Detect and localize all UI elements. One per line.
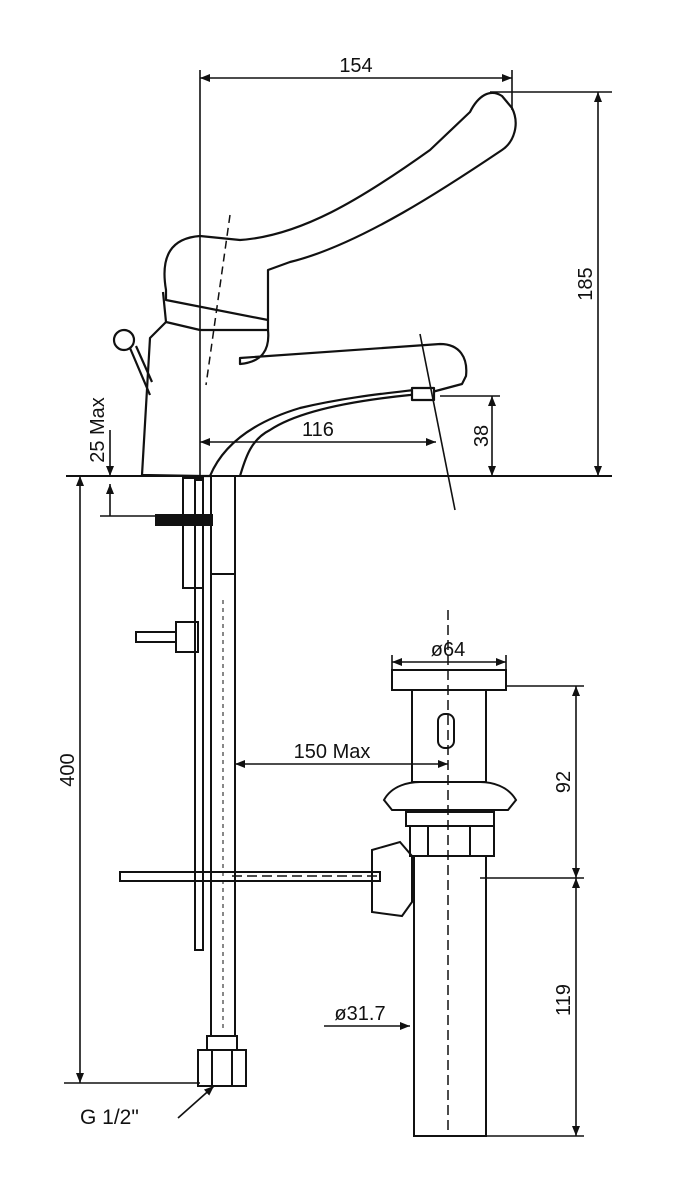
dim-92: 92 [553, 771, 575, 793]
aerator [410, 386, 436, 402]
spout [238, 329, 468, 477]
horizontal-rod [119, 871, 381, 882]
dimension-lines [64, 70, 612, 1137]
pull-rod [194, 479, 204, 951]
dimension-labels: 154 185 116 38 25 Max 400 150 Max ø64 92… [57, 55, 597, 1129]
faucet-axis [205, 214, 231, 386]
thread-label: G 1/2" [80, 1106, 139, 1129]
dim-31-7-dia: ø31.7 [334, 1003, 385, 1025]
dim-185: 185 [575, 267, 597, 300]
dim-116: 116 [302, 419, 334, 441]
waste-lever-block [371, 840, 413, 918]
lever-handle [163, 91, 517, 322]
tailpiece [413, 855, 487, 1137]
dim-25-max: 25 Max [87, 397, 109, 463]
dim-400: 400 [57, 753, 79, 786]
waste-assembly [371, 610, 518, 1137]
dim-64-dia: ø64 [431, 639, 465, 661]
popup-knob [112, 328, 136, 352]
dim-38: 38 [471, 425, 493, 447]
dim-150-max: 150 Max [294, 741, 371, 763]
connector-nut [197, 1049, 247, 1087]
waste-flange [391, 669, 507, 691]
dim-154: 154 [339, 55, 372, 77]
faucet-body [112, 91, 517, 478]
spout-inner [208, 386, 431, 477]
lock-nut [155, 514, 213, 526]
dim-119: 119 [553, 984, 575, 1016]
under-deck-assembly [119, 475, 381, 1087]
